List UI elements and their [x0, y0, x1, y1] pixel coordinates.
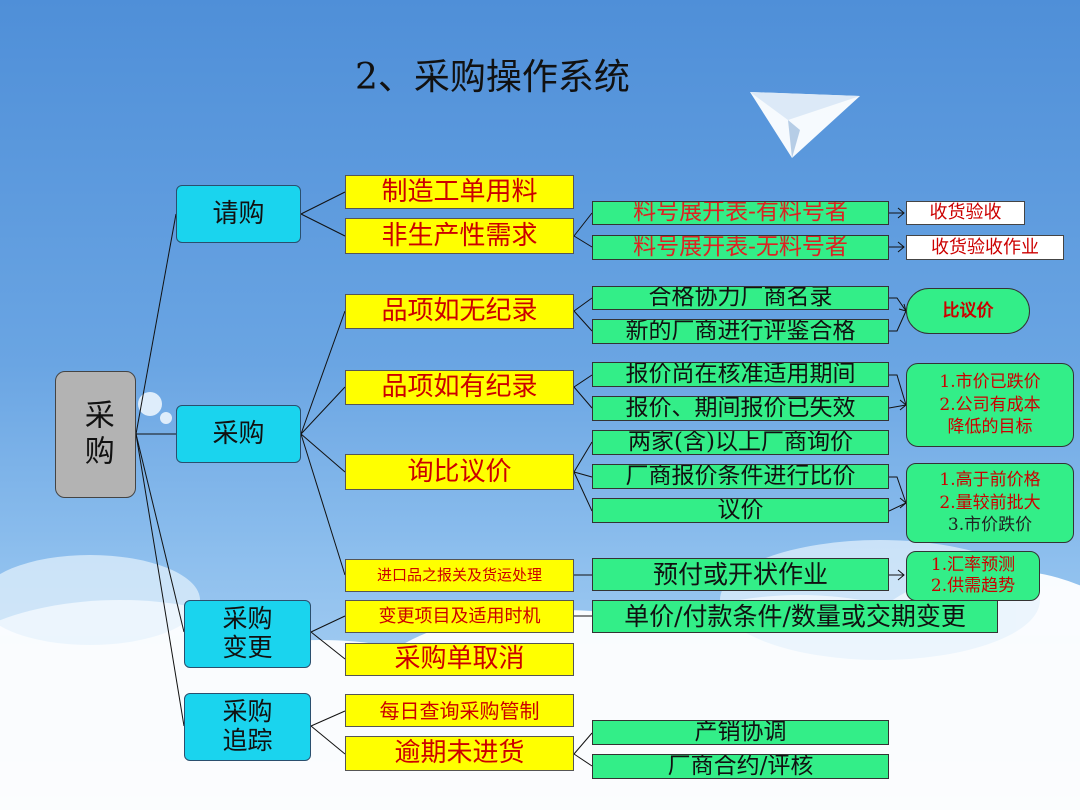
detail-wuliaohao: 料号展开表-无料号者: [592, 235, 889, 260]
result-shouhuo-zuoye: 收货验收作业: [906, 235, 1064, 260]
item-wujilu: 品项如无纪录: [345, 294, 574, 329]
branch-zhuizong-label: 采购追踪: [222, 697, 273, 755]
paper-plane-icon: [750, 92, 860, 158]
item-jinkou: 进口品之报关及货运处理: [345, 559, 574, 592]
note-shijia-line-1: 1.市价已跌价: [939, 371, 1041, 392]
detail-heyue: 厂商合约/评核: [592, 754, 889, 779]
item-yuqi: 逾期未进货: [345, 736, 574, 771]
note-gaoyu-line-2: 2.量较前批大: [939, 492, 1041, 513]
item-quxiao: 采购单取消: [345, 643, 574, 676]
note-huilv: 1.汇率预测 2.供需趋势: [906, 551, 1040, 601]
note-shijia-line-2: 2.公司有成本: [939, 394, 1041, 415]
branch-qinggou-label: 请购: [212, 198, 265, 229]
note-gaoyu-line-3: 3.市价跌价: [947, 515, 1033, 536]
note-shijia: 1.市价已跌价 2.公司有成本 降低的目标: [906, 363, 1074, 447]
detail-baojia-shixiao: 报价、期间报价已失效: [592, 396, 889, 421]
note-biyijia: 比议价: [906, 288, 1030, 334]
root-label: 采购: [78, 398, 114, 471]
item-biangeng-xiangmu: 变更项目及适用时机: [345, 600, 574, 633]
result-shouhuo: 收货验收: [906, 201, 1025, 225]
page-title: 2、采购操作系统: [355, 57, 630, 98]
detail-bijia: 厂商报价条件进行比价: [592, 464, 889, 489]
item-youjilu: 品项如有纪录: [345, 370, 574, 405]
note-huilv-line-1: 1.汇率预测: [930, 554, 1016, 575]
note-huilv-line-2: 2.供需趋势: [930, 576, 1016, 596]
detail-hege: 合格协力厂商名录: [592, 286, 889, 310]
branch-caigou-label: 采购: [212, 418, 265, 449]
root-node-caigou: 采购: [55, 371, 136, 498]
detail-danjia: 单价/付款条件/数量或交期变更: [592, 600, 998, 633]
detail-liangjia: 两家(含)以上厂商询价: [592, 430, 889, 455]
detail-chanxiao: 产销协调: [592, 720, 889, 745]
branch-qinggou: 请购: [176, 185, 301, 243]
detail-youliaohao: 料号展开表-有料号者: [592, 201, 889, 225]
item-xunbi: 询比议价: [345, 454, 574, 490]
branch-biangeng: 采购变更: [184, 600, 311, 668]
detail-baojia-hezhun: 报价尚在核准适用期间: [592, 362, 889, 387]
detail-yijia: 议价: [592, 498, 889, 523]
note-shijia-line-3: 降低的目标: [947, 417, 1033, 438]
branch-biangeng-label: 采购变更: [222, 604, 273, 662]
item-zhizao: 制造工单用料: [345, 175, 574, 209]
item-meiri: 每日查询采购管制: [345, 694, 574, 727]
branch-caigou: 采购: [176, 405, 301, 463]
detail-xinchangshang: 新的厂商进行评鉴合格: [592, 319, 889, 344]
item-feishengchan: 非生产性需求: [345, 218, 574, 254]
note-gaoyu-line-1: 1.高于前价格: [939, 469, 1041, 490]
branch-zhuizong: 采购追踪: [184, 693, 311, 761]
detail-yufu: 预付或开状作业: [592, 558, 889, 591]
note-gaoyu: 1.高于前价格 2.量较前批大 3.市价跌价: [906, 463, 1074, 543]
